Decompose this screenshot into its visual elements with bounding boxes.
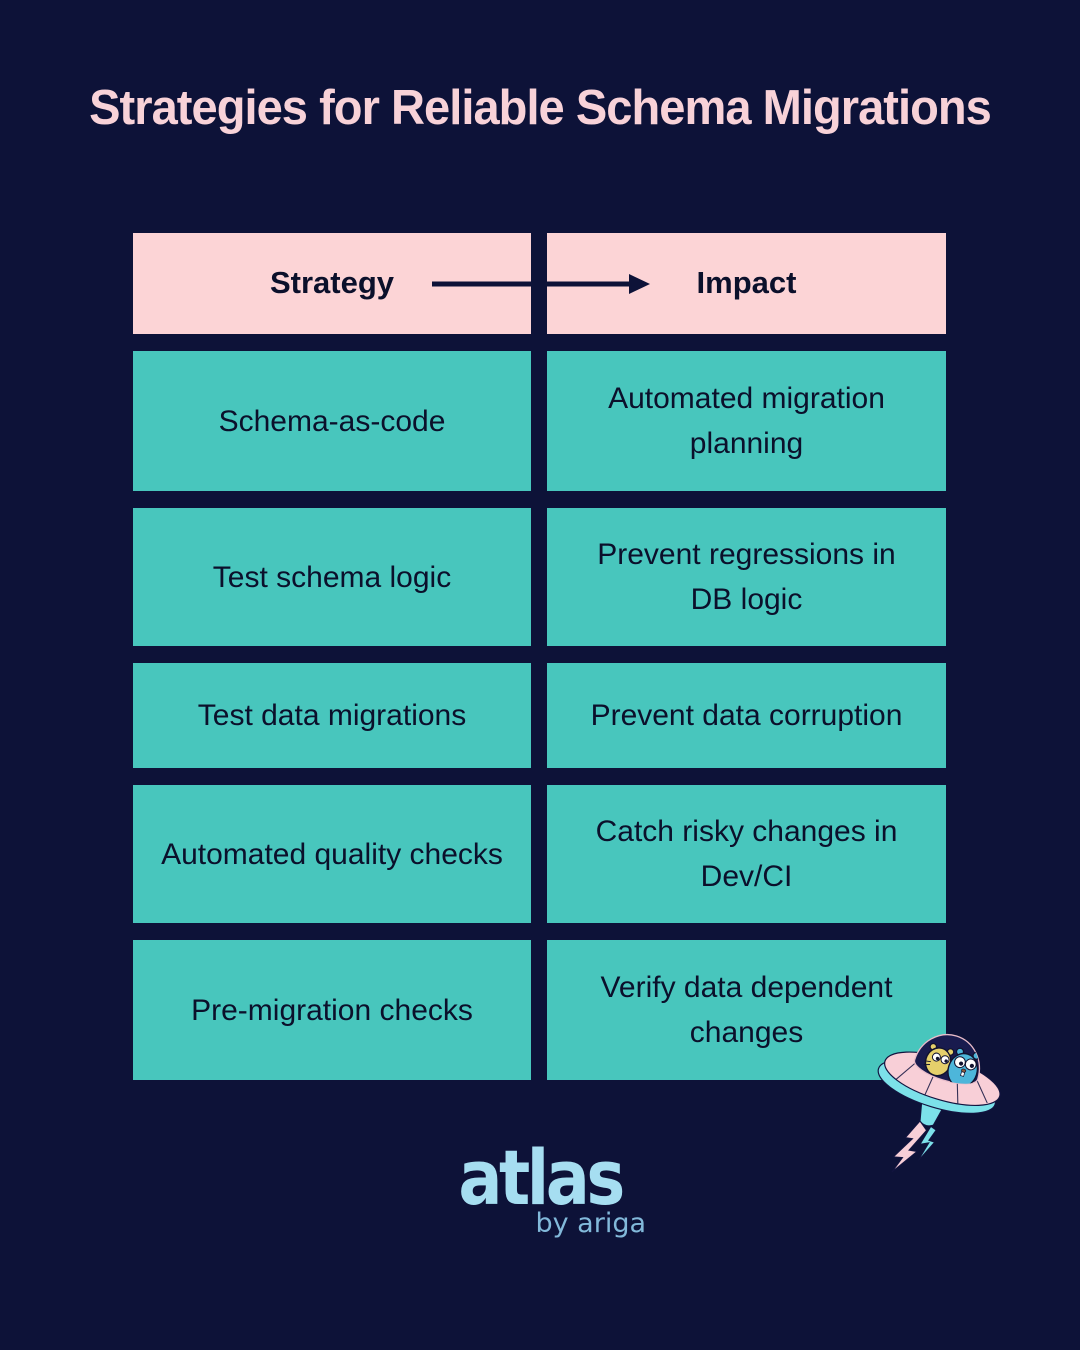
atlas-logo: atlas by ariga <box>0 1133 1080 1240</box>
cell-text: Prevent regressions in DB logic <box>597 538 896 616</box>
cell-text: Catch risky changes in Dev/CI <box>595 815 898 893</box>
impact-cell-1: Automated migration planning <box>547 351 946 491</box>
ufo-gophers-illustration <box>877 1034 1001 1173</box>
impact-cell-5: Verify data dependent changes <box>547 940 946 1080</box>
strategy-impact-table: Strategy Impact Schema-as-code Automated… <box>133 233 946 1080</box>
strategy-cell-1: Schema-as-code <box>133 351 531 491</box>
cell-text: Verify data dependent changes <box>600 971 893 1049</box>
impact-header-label: Impact <box>696 265 797 301</box>
strategy-cell-5: Pre-migration checks <box>133 940 531 1080</box>
cell-text: Schema-as-code <box>218 404 446 438</box>
strategy-cell-2: Test schema logic <box>133 508 531 646</box>
cell-text: Test data migrations <box>197 699 467 732</box>
impact-cell-4: Catch risky changes in Dev/CI <box>547 785 946 923</box>
cell-text: Pre-migration checks <box>191 993 473 1027</box>
strategy-cell-4: Automated quality checks <box>133 785 531 923</box>
impact-cell-2: Prevent regressions in DB logic <box>547 508 946 646</box>
strategy-to-impact-arrow-icon <box>432 274 650 294</box>
strategy-header-label: Strategy <box>269 265 395 301</box>
atlas-wordmark: atlas <box>458 1133 625 1222</box>
cell-text: Automated quality checks <box>161 837 503 871</box>
cell-text: Test schema logic <box>212 560 452 594</box>
strategy-cell-3: Test data migrations <box>133 663 531 768</box>
ariga-tagline: by ariga <box>535 1208 646 1239</box>
page-title: Strategies for Reliable Schema Migration… <box>89 81 992 135</box>
cell-text: Prevent data corruption <box>590 699 903 732</box>
cell-text: Automated migration planning <box>608 382 885 460</box>
impact-cell-3: Prevent data corruption <box>547 663 946 768</box>
